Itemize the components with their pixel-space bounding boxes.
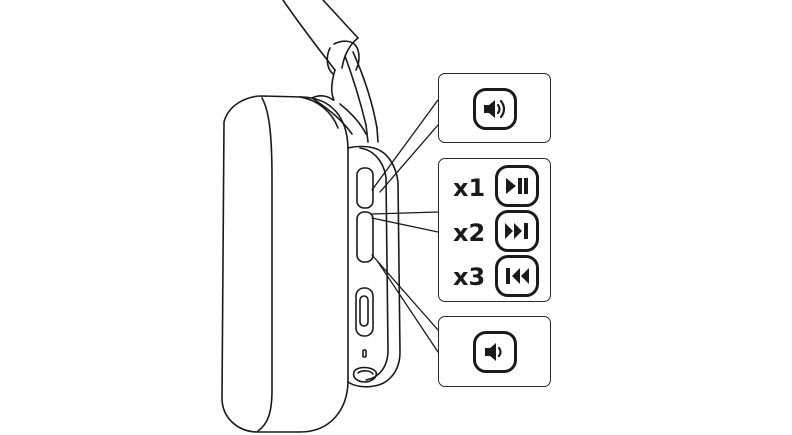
charging-port xyxy=(352,366,378,383)
ear-cup xyxy=(311,97,401,388)
multifunction-button xyxy=(356,211,374,263)
volume-up-icon xyxy=(473,88,517,130)
status-led xyxy=(362,349,367,358)
volume-down-icon xyxy=(473,331,517,373)
press-count-label: x2 xyxy=(453,219,486,247)
power-slider xyxy=(355,287,374,337)
skip-forward-icon xyxy=(495,210,539,252)
yoke xyxy=(311,40,379,143)
volume-up-button xyxy=(356,167,374,209)
press-count-label: x3 xyxy=(453,263,486,291)
press-count-label: x1 xyxy=(453,174,486,202)
volume-down-callout xyxy=(438,316,551,387)
multifunction-callout: x1 x2 x3 xyxy=(438,158,551,302)
volume-up-callout xyxy=(438,73,551,143)
power-slider-knob xyxy=(359,295,369,327)
ear-cushion xyxy=(221,95,349,433)
headband xyxy=(282,0,359,101)
play-pause-icon xyxy=(495,165,539,207)
skip-back-icon xyxy=(495,255,539,297)
callout-leaders xyxy=(371,99,439,353)
